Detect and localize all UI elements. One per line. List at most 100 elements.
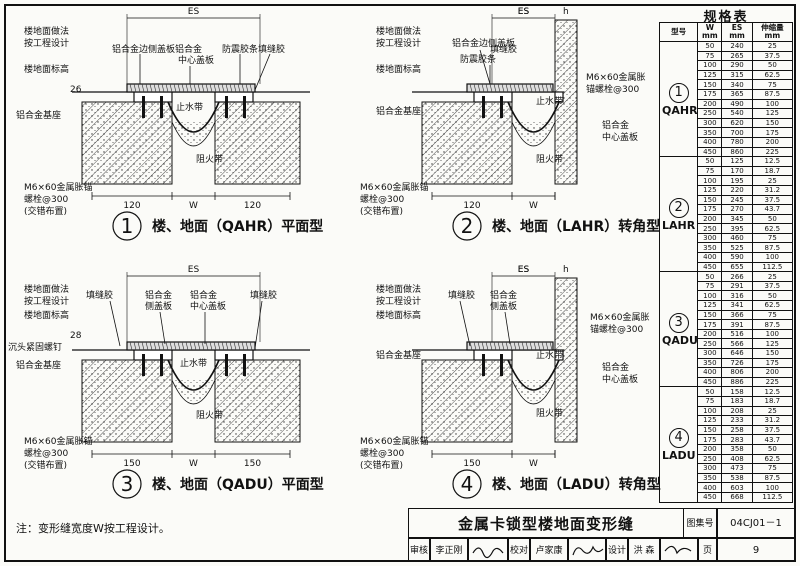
diagram-label: 铝合金基座 [16,359,61,371]
designer-signature [660,538,698,562]
aluminum-base-left [473,349,513,361]
cover-ribbing [181,341,185,351]
diagram-label: 楼地面标高 [376,63,421,75]
diagram-label: 铝合金 [145,289,172,301]
cover-ribbing [485,83,489,93]
cover-ribbing [141,341,145,351]
cover-ribbing [549,341,553,351]
diagram-label: 楼地面标高 [376,309,421,321]
signature-mark [472,547,504,559]
diagram-label: 铝合金 [190,289,217,301]
diagram-label: M6×60金属胀锚 [360,181,429,193]
spec-cell: 400 [697,252,723,263]
spec-cell: 50 [697,156,723,167]
leader-line [254,300,263,349]
spec-cell: 37.5 [751,424,794,436]
spec-cell: 225 [751,376,794,388]
spec-cell: 75 [751,309,794,321]
aluminum-base-left [473,91,513,103]
cover-ribbing [245,83,249,93]
cover-ribbing [185,83,189,93]
spec-cell: 460 [721,232,753,244]
diagram-label: M6×60金属胀锚 [360,435,429,447]
anchor-bolt [142,354,145,376]
diagram-label: 按工程设计 [24,37,69,49]
spec-cell: 668 [721,491,753,503]
diagram-label: 中心盖板 [602,131,638,143]
diagram-label: M6×60金属胀 [590,311,650,323]
diagram-label: 中心盖板 [602,373,638,385]
cover-ribbing [241,83,245,93]
cover-ribbing [497,341,501,351]
spec-cell: 18.7 [751,165,794,177]
cover-ribbing [197,83,201,93]
spec-cell: 25 [751,175,794,186]
cover-ribbing [205,341,209,351]
spec-cell: 200 [697,443,723,455]
spec-cell: 408 [721,453,753,465]
spec-cell: 240 [721,41,753,52]
spec-header-cell: ES mm [721,22,753,42]
spec-cell: 62.5 [751,453,794,465]
cover-ribbing [469,83,473,93]
diagram-label: 填缝胶 [86,289,113,301]
leader-line [159,311,166,345]
diagram-number-circle [112,211,142,241]
spec-cell: 175 [697,204,723,215]
review-label: 审核 [408,538,430,562]
cover-ribbing [145,83,149,93]
fire-barrier [511,121,556,147]
spec-cell: 590 [721,252,753,263]
aluminum-base-left [133,349,173,361]
anchor-bolt [243,96,246,118]
spec-cell: 25 [751,271,794,282]
diagram-label: 28 [70,331,82,341]
diagram-label: 填缝胶 [448,289,475,301]
sheet-border [4,4,796,562]
diagram-label: W [189,201,198,211]
spec-cell: 450 [697,376,723,388]
cover-ribbing [145,341,149,351]
spec-cell: 175 [751,127,794,138]
leader-line [479,49,491,85]
cover-ribbing [525,83,529,93]
spec-cell: 450 [697,491,723,503]
cover-ribbing [165,341,169,351]
cover-ribbing [529,341,533,351]
type-code: LAHR [662,219,696,233]
cover-ribbing [485,341,489,351]
cover-ribbing [229,341,233,351]
spec-cell: 175 [697,434,723,445]
spec-cell: 87.5 [751,319,794,330]
cover-ribbing [481,341,485,351]
diagram-label: (交错布置) [24,459,67,471]
spec-cell: 62.5 [751,223,794,234]
spec-cell: 400 [697,136,723,148]
diagram-label: 按工程设计 [24,295,69,307]
aluminum-base-right [214,91,254,103]
diagram-label: 铝合金 [490,289,517,301]
cover-ribbing [189,341,193,351]
cover-ribbing [217,83,221,93]
cover-ribbing [533,83,537,93]
spec-cell: 125 [751,108,794,119]
spec-cell: 150 [697,194,723,206]
cover-ribbing [533,341,537,351]
cover-ribbing [129,83,133,93]
cover-ribbing [189,83,193,93]
fire-barrier [171,379,216,405]
diagram-number: 4 [461,472,474,496]
diagram-label: 26 [70,85,82,95]
aluminum-base-right [214,349,254,361]
spec-cell: 50 [697,271,723,282]
spec-cell: 25 [751,405,794,417]
concrete-texture [422,102,512,184]
diagram-label: (交错布置) [360,205,403,217]
cover-ribbing [477,83,481,93]
spec-cell: 12.5 [751,386,794,397]
diagram-label: 150 [244,459,261,469]
